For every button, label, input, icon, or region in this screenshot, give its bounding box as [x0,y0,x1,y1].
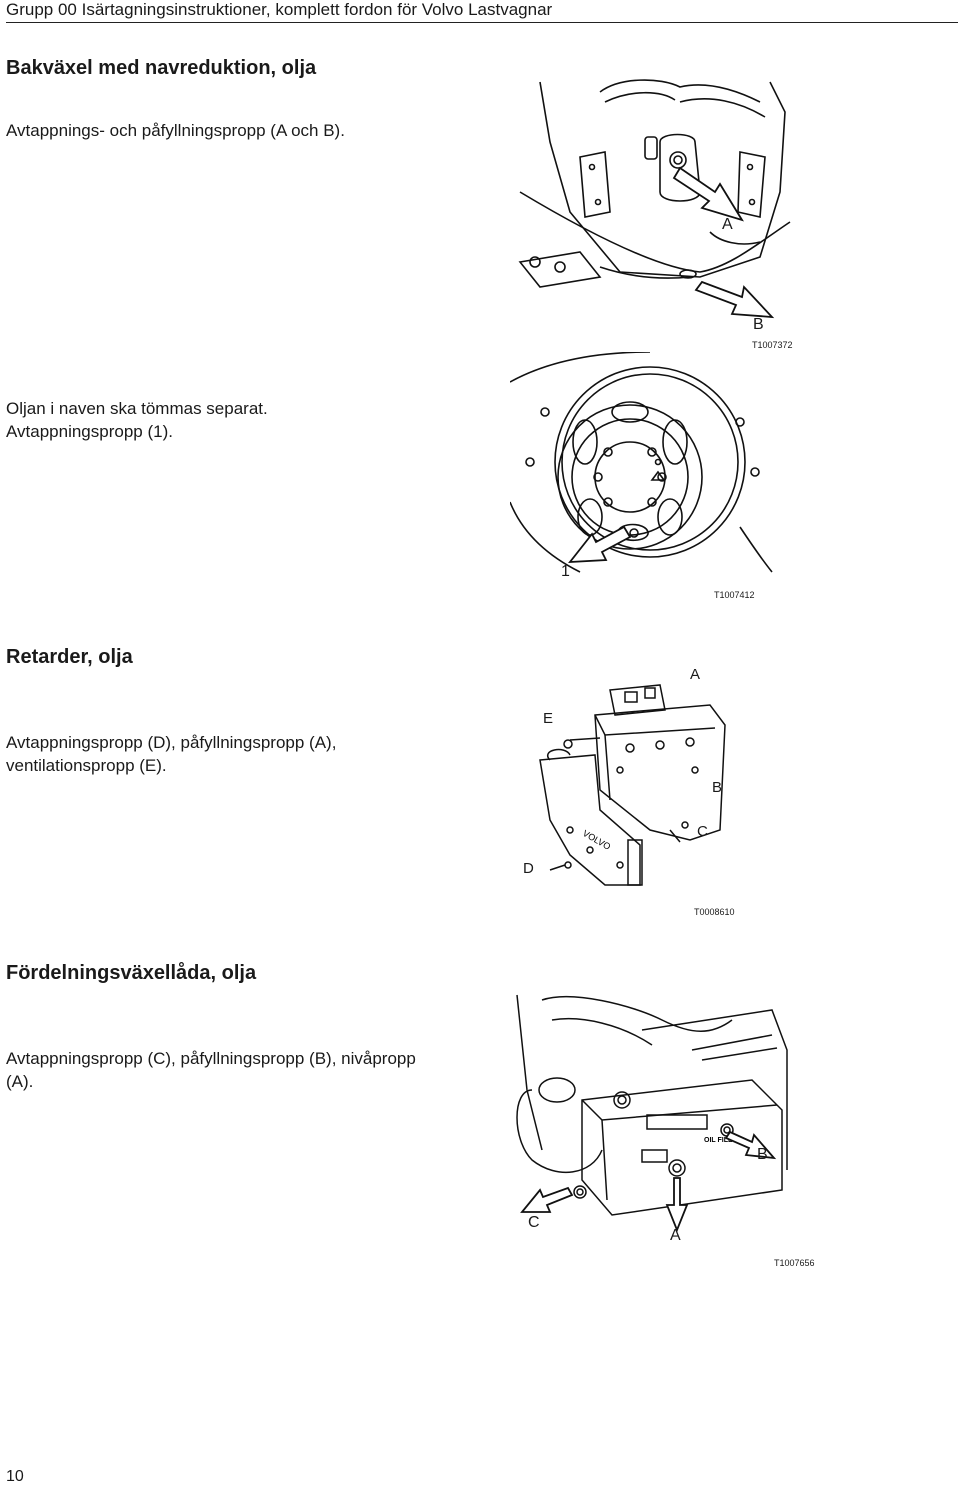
page-number: 10 [6,1468,24,1485]
label-c: C [528,1214,540,1231]
paragraph-retarder-plugs: Avtappningspropp (D), påfyllningspropp (… [6,733,337,752]
label-c: C [697,823,708,840]
label-e: E [543,710,554,727]
figure-transfer-case: OIL FILL [512,990,792,1240]
label-b: B [712,779,723,796]
figure-wheel-hub [510,352,775,587]
label-b: B [757,1146,768,1163]
wheel-hub-illustration [510,352,773,573]
paragraph-drain-fill-plugs: Avtappnings- och påfyllningspropp (A och… [6,121,345,140]
paragraph-retarder-plugs-cont: ventilationspropp (E). [6,756,167,775]
figure-ref: T1007656 [774,1258,815,1268]
paragraph-drain-plug-1: Avtappningspropp (1). [6,422,173,441]
rear-axle-label-layer [510,72,800,92]
figure-ref: T1007412 [714,590,755,600]
transfer-case-illustration: OIL FILL [516,994,788,1233]
paragraph-transfer-plugs: Avtappningspropp (C), påfyllningspropp (… [6,1049,416,1068]
section-heading-transfer-case: Fördelningsväxellåda, olja [6,962,257,984]
section-heading-rear-axle: Bakväxel med navreduktion, olja [6,57,317,79]
paragraph-transfer-plugs-cont: (A). [6,1072,34,1091]
section-heading-retarder: Retarder, olja [6,646,133,668]
paragraph-hub-oil: Oljan i naven ska tömmas separat. [6,399,268,418]
header-title: Grupp 00 Isärtagningsinstruktioner, komp… [6,0,553,19]
figure-rear-axle [510,72,800,328]
figure-ref: T0008610 [694,907,735,917]
label-a: A [722,216,733,233]
label-a: A [670,1227,681,1244]
label-b: B [753,316,764,333]
label-d: D [523,860,534,877]
label-1: 1 [561,563,570,580]
page-header: Grupp 00 Isärtagningsinstruktioner, komp… [6,0,958,23]
svg-text:OIL FILL: OIL FILL [704,1137,733,1144]
figure-ref: T1007372 [752,340,793,350]
figure-retarder: VOLVO [510,660,750,895]
label-a: A [690,666,701,683]
retarder-illustration: VOLVO [539,684,726,886]
rear-axle-illustration [518,79,791,319]
svg-text:VOLVO: VOLVO [581,828,612,852]
